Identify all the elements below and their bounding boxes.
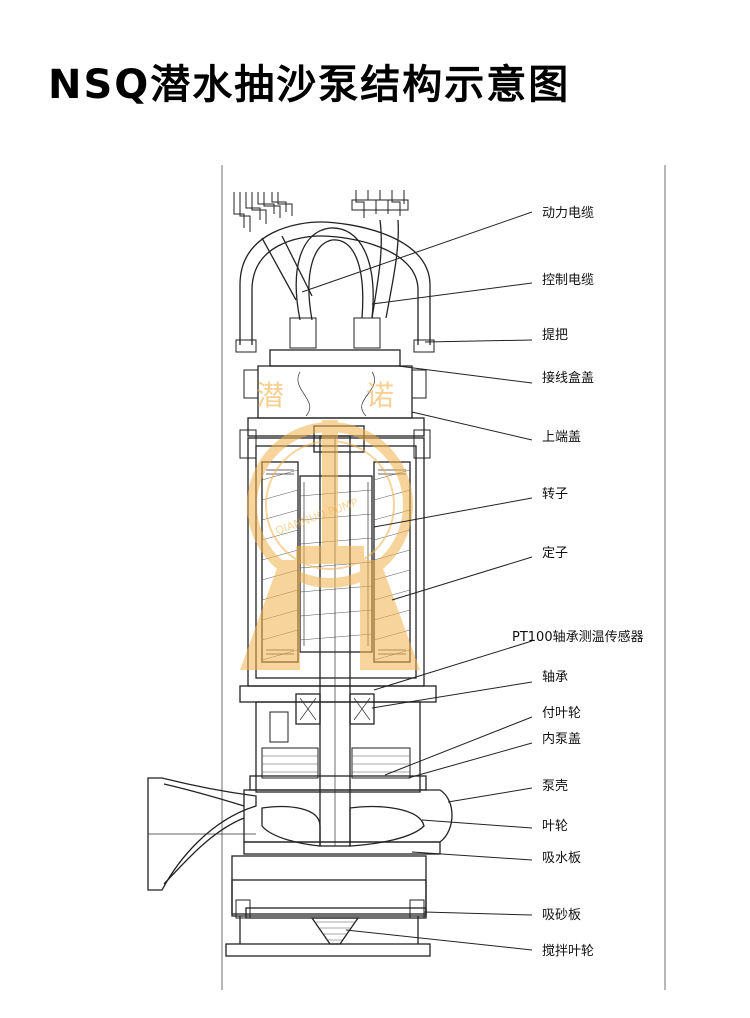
leader-auxiliary-impeller — [384, 716, 533, 776]
label-pump-casing: 泵壳 — [542, 779, 568, 794]
label-pt100-sensor: PT100轴承测温传感器 — [512, 629, 644, 645]
watermark-ring-text: QIANNUO PUMP — [274, 496, 360, 538]
leader-lines — [301, 211, 533, 951]
leader-upper-end-cover — [411, 411, 533, 441]
bearing-right — [349, 693, 375, 725]
leader-junction-box-cover — [397, 365, 533, 384]
handle-bar — [235, 221, 435, 353]
leader-sand-suction-plate — [423, 911, 533, 916]
label-stator: 定子 — [542, 546, 568, 561]
label-junction-box-cover: 接线盒盖 — [542, 370, 594, 386]
leader-agitator-impeller — [345, 929, 533, 951]
label-bearing: 轴承 — [542, 670, 568, 685]
leader-impeller — [421, 819, 533, 829]
label-upper-end-cover: 上端盖 — [542, 430, 581, 445]
pump-casing-shape — [147, 777, 453, 891]
impeller-shape — [261, 805, 425, 847]
leader-pt100-sensor — [373, 640, 533, 691]
leader-pump-casing — [447, 787, 533, 803]
label-inner-pump-cover: 内泵盖 — [542, 731, 581, 747]
suction-plate-shape — [243, 841, 441, 855]
leader-handle — [424, 339, 533, 343]
leader-rotor — [373, 497, 533, 528]
bearing-left — [295, 693, 321, 725]
cable-terminals-left — [233, 192, 313, 301]
bearing-housing — [239, 685, 437, 793]
page-title: NSQ潜水抽沙泵结构示意图 — [48, 62, 571, 108]
label-agitator-impeller: 搅拌叶轮 — [542, 943, 594, 959]
label-auxiliary-impeller: 付叶轮 — [542, 706, 581, 721]
label-power-cable: 动力电缆 — [542, 205, 594, 221]
pump-base — [225, 916, 431, 957]
watermark-text-left: 潜 — [256, 379, 284, 412]
label-sand-suction-plate: 吸砂板 — [542, 908, 581, 923]
leader-bearing — [371, 681, 533, 709]
part-labels: 动力电缆 控制电缆 提把 接线盒盖 上端盖 转子 定子 PT100轴承测温传感器… — [512, 205, 644, 959]
cable-terminals-right — [351, 190, 409, 319]
watermark-logo — [240, 420, 420, 670]
label-rotor: 转子 — [542, 487, 568, 502]
label-control-cable: 控制电缆 — [542, 272, 594, 288]
label-handle: 提把 — [542, 327, 568, 343]
leader-suction-plate — [411, 851, 533, 861]
leader-control-cable — [371, 282, 533, 305]
lower-stand — [231, 855, 427, 919]
leader-inner-pump-cover — [407, 742, 533, 779]
power-cable-shape — [295, 227, 374, 321]
leader-stator — [391, 556, 533, 601]
watermark-text-right: 诺 — [366, 379, 394, 412]
control-cable-gland — [353, 317, 381, 349]
power-cable-inner — [308, 239, 364, 321]
label-impeller: 叶轮 — [542, 819, 568, 834]
power-cable-gland — [289, 317, 317, 349]
label-suction-plate: 吸水板 — [542, 851, 581, 866]
leader-power-cable — [301, 211, 533, 293]
